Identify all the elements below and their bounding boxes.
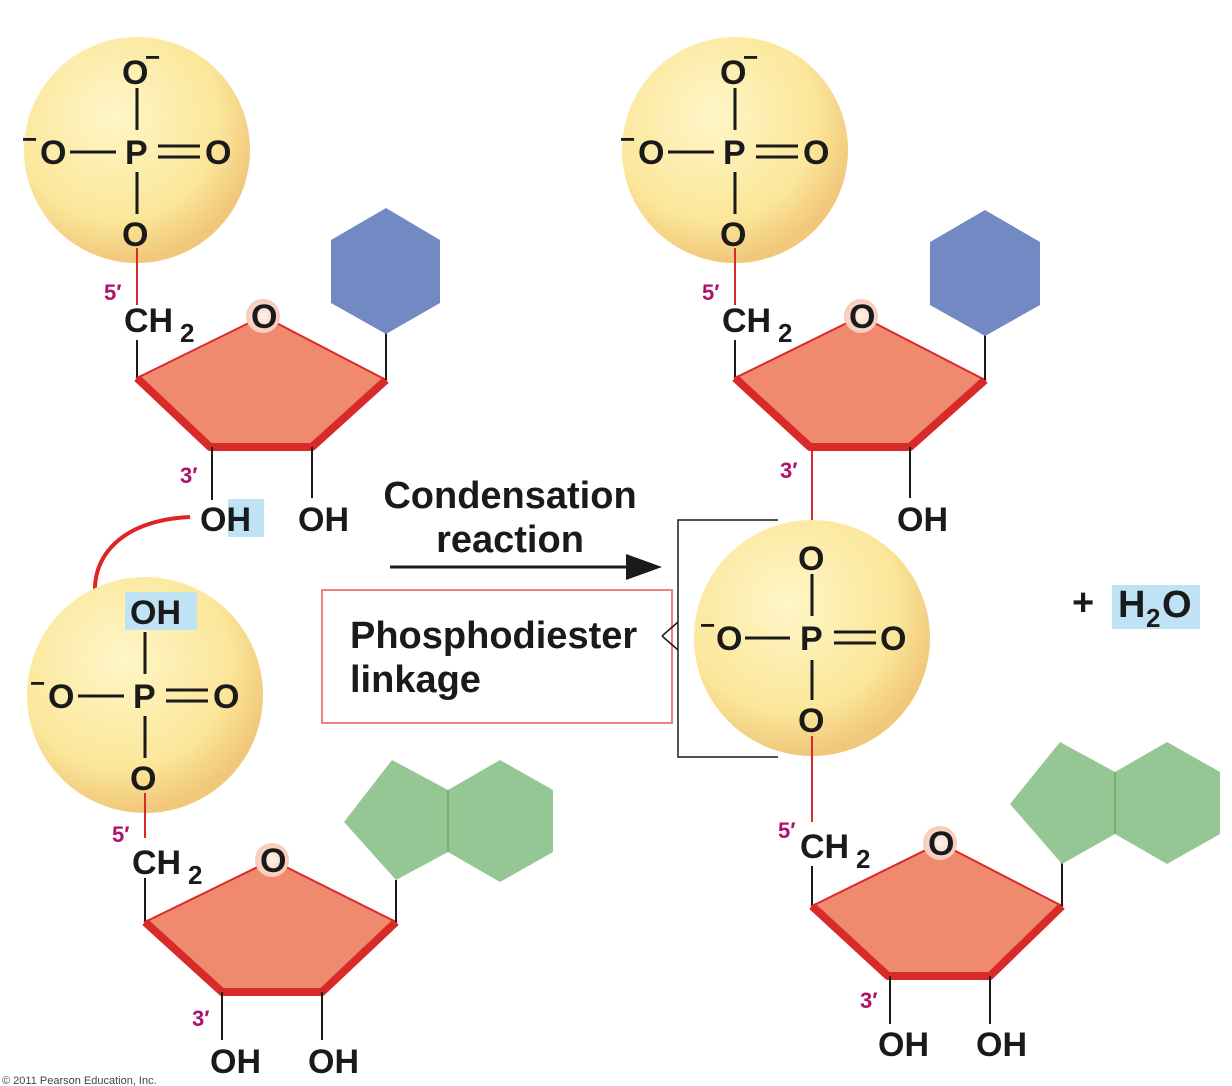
water-o: O <box>1162 584 1192 626</box>
hydroxyl-highlight <box>125 592 197 630</box>
ring-o-label: O <box>928 825 954 863</box>
phosphate-o-bridge: O <box>720 216 746 254</box>
three-prime-label: 3′ <box>180 463 198 488</box>
phosphate-oh: OH <box>130 594 181 632</box>
phosphodiester-label-line1: Phosphodiester <box>350 615 637 657</box>
phosphorus-atom: P <box>125 134 148 172</box>
water-highlight <box>1112 585 1200 629</box>
phosphate-o: O <box>48 678 74 716</box>
three-prime-label: 3′ <box>192 1006 210 1031</box>
ring-oxygen <box>255 843 289 877</box>
purine-base-hexagon <box>448 760 553 882</box>
pyrimidine-base <box>331 208 440 334</box>
right-bottom-nucleotide: 5′ CH 2 O 3′ OH OH <box>778 742 1220 1064</box>
ring-o-label: O <box>251 298 277 336</box>
ring-o-label: O <box>849 298 875 336</box>
phosphate-o-double: O <box>213 678 239 716</box>
phosphate-o: O <box>40 134 66 172</box>
hydroxyl-3prime: OH <box>210 1043 261 1081</box>
minus-sign: − <box>620 124 635 154</box>
phosphate-o-bridge: O <box>122 216 148 254</box>
reaction-arrow-head <box>626 554 662 580</box>
minus-sign: − <box>22 124 37 154</box>
ch2-subscript: 2 <box>778 318 792 348</box>
five-prime-label: 5′ <box>104 280 122 305</box>
left-bottom-nucleotide: OH − O P O O 5′ CH 2 O 3′ OH OH <box>27 577 553 1081</box>
phosphorus-atom: P <box>133 678 156 716</box>
ring-oxygen <box>844 299 878 333</box>
three-prime-label: 3′ <box>780 458 798 483</box>
five-prime-label: 5′ <box>702 280 720 305</box>
hydroxyl-2prime: OH <box>897 501 948 539</box>
ring-oxygen <box>246 299 280 333</box>
condensation-label-line2: reaction <box>436 519 584 561</box>
phosphate-o-bridge-bottom: O <box>798 702 824 740</box>
phosphate-group-circle <box>622 37 848 263</box>
condensation-label-line1: Condensation <box>383 475 636 517</box>
hydrogen-highlight <box>228 499 264 537</box>
hydroxyl-2prime: OH <box>298 501 349 539</box>
ch2-subscript: 2 <box>188 860 202 890</box>
ch2-label: CH <box>132 844 181 882</box>
phosphate-group-circle <box>24 37 250 263</box>
phosphate-o-minus: O <box>122 54 148 92</box>
ring-oxygen <box>923 826 957 860</box>
linking-phosphate: O − O P O O <box>694 520 930 822</box>
hydroxyl-2prime: OH <box>976 1026 1027 1064</box>
left-top-nucleotide: O − − O P O O 5′ CH 2 O 3′ OH OH <box>22 37 440 539</box>
water-h: H <box>1118 584 1145 626</box>
copyright-text: © 2011 Pearson Education, Inc. <box>2 1075 157 1086</box>
hydroxyl-3prime: OH <box>878 1026 929 1064</box>
phosphate-o-bridge: O <box>130 760 156 798</box>
phosphate-o-bridge-top: O <box>798 540 824 578</box>
right-top-nucleotide: O − − O P O O 5′ CH 2 O 3′ OH <box>620 37 1040 540</box>
purine-base-pentagon <box>344 760 448 880</box>
three-prime-label: 3′ <box>860 988 878 1013</box>
minus-sign: − <box>145 42 160 72</box>
phosphate-group-circle <box>694 520 930 756</box>
phosphate-o: O <box>638 134 664 172</box>
five-prime-label: 5′ <box>112 822 130 847</box>
ch2-label: CH <box>722 302 771 340</box>
purine-base-pentagon <box>1010 742 1115 864</box>
phosphodiester-label-line2: linkage <box>350 659 481 701</box>
ring-o-label: O <box>260 842 286 880</box>
phosphate-o: O <box>716 620 742 658</box>
phosphodiester-label-box <box>321 589 673 724</box>
phosphate-o-double: O <box>803 134 829 172</box>
minus-sign: − <box>700 610 715 640</box>
phosphorus-atom: P <box>723 134 746 172</box>
ch2-label: CH <box>800 828 849 866</box>
hydroxyl-3prime: OH <box>200 501 251 539</box>
hydroxyl-2prime: OH <box>308 1043 359 1081</box>
five-prime-label: 5′ <box>778 818 796 843</box>
phosphate-group-circle <box>27 577 263 813</box>
ch2-subscript: 2 <box>856 844 870 874</box>
water-subscript: 2 <box>1146 603 1160 633</box>
phosphate-o-double: O <box>880 620 906 658</box>
phosphorus-atom: P <box>800 620 823 658</box>
linkage-bracket <box>677 519 778 758</box>
plus-sign: + <box>1072 582 1094 624</box>
purine-base-hexagon <box>1115 742 1220 864</box>
phosphate-o-double: O <box>205 134 231 172</box>
pyrimidine-base <box>930 210 1040 336</box>
ch2-subscript: 2 <box>180 318 194 348</box>
phosphate-o-minus: O <box>720 54 746 92</box>
minus-sign: − <box>30 668 45 698</box>
minus-sign: − <box>743 42 758 72</box>
ch2-label: CH <box>124 302 173 340</box>
